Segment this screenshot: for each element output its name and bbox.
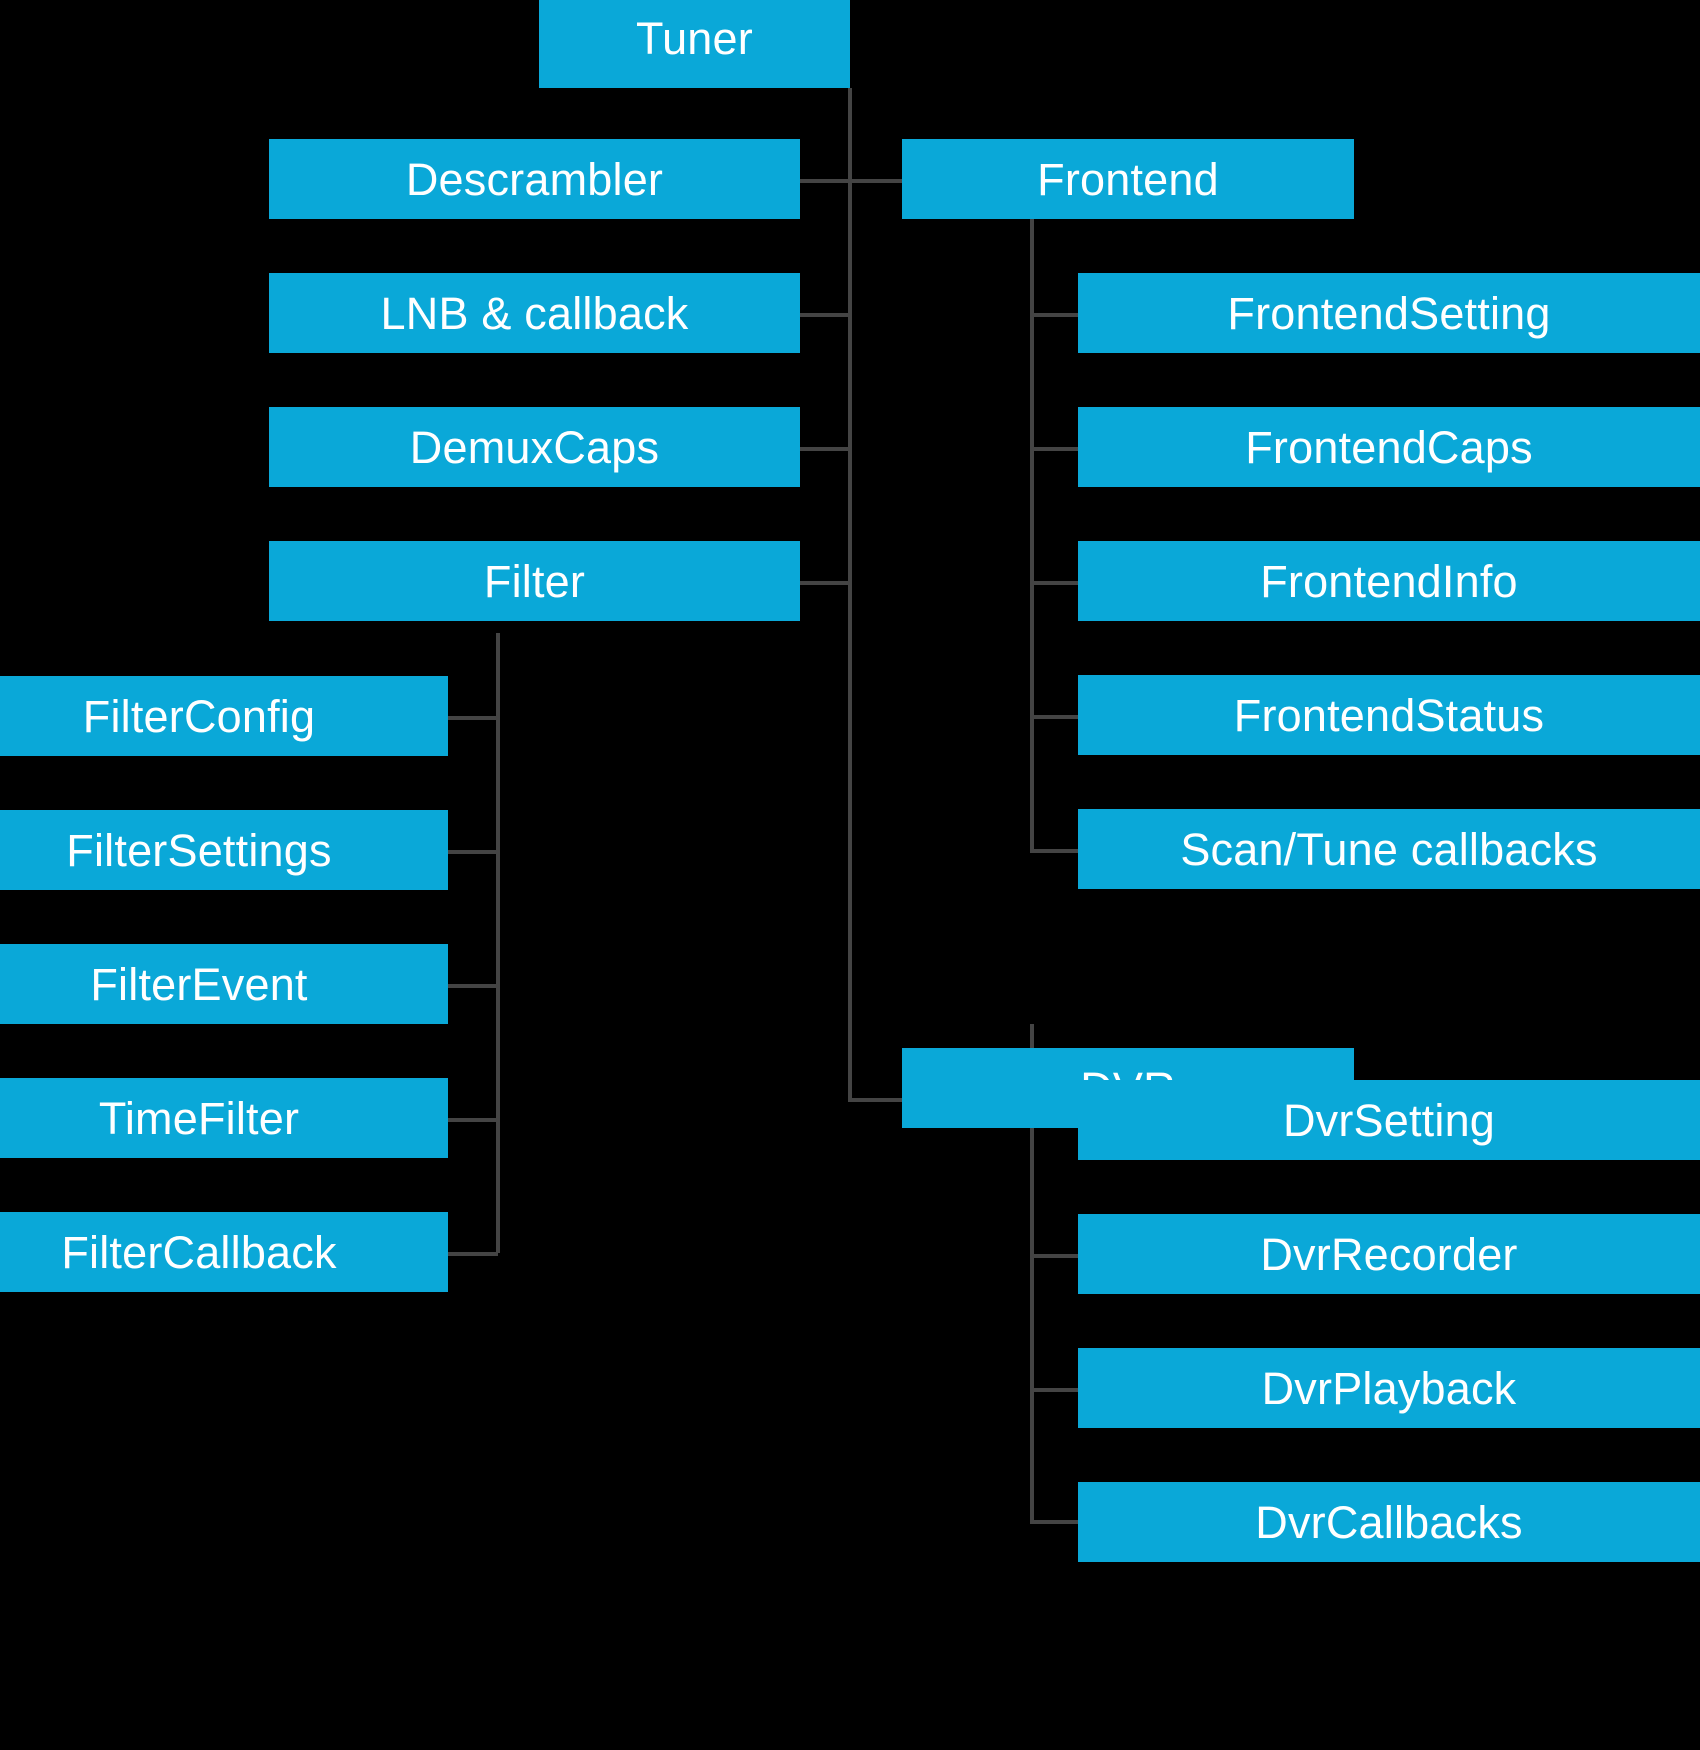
- node-filterevent-label: FilterEvent: [90, 958, 308, 1010]
- node-scan-tune-callbacks[interactable]: Scan/Tune callbacks: [1078, 809, 1700, 889]
- node-descrambler-label: Descrambler: [405, 153, 664, 205]
- edge-filter-filterevent: [448, 984, 498, 988]
- node-descrambler[interactable]: Descrambler: [269, 139, 800, 219]
- node-dvrsetting-label: DvrSetting: [1282, 1094, 1496, 1146]
- edge-tuner-filter: [800, 581, 850, 585]
- node-filtercallback-label: FilterCallback: [61, 1226, 337, 1278]
- edge-trunk-filter: [496, 633, 500, 1253]
- edge-frontend-frontendinfo: [1030, 581, 1078, 585]
- edge-dvr-dvrcallbacks: [1030, 1520, 1078, 1524]
- edge-tuner-descrambler: [800, 179, 850, 183]
- node-dvrplayback[interactable]: DvrPlayback: [1078, 1348, 1700, 1428]
- node-demuxcaps[interactable]: DemuxCaps: [269, 407, 800, 487]
- node-frontendsetting[interactable]: FrontendSetting: [1078, 273, 1700, 353]
- node-frontendcaps[interactable]: FrontendCaps: [1078, 407, 1700, 487]
- node-dvrcallbacks[interactable]: DvrCallbacks: [1078, 1482, 1700, 1562]
- node-timefilter-label: TimeFilter: [98, 1092, 300, 1144]
- edge-tuner-dvr: [848, 1098, 902, 1102]
- edge-tuner-lnb: [800, 313, 850, 317]
- edge-frontend-frontendsetting: [1030, 313, 1078, 317]
- node-filterevent[interactable]: FilterEvent: [0, 944, 448, 1024]
- edge-tuner-demuxcaps: [800, 447, 850, 451]
- node-dvrcallbacks-label: DvrCallbacks: [1255, 1496, 1523, 1548]
- node-demuxcaps-label: DemuxCaps: [409, 421, 660, 473]
- node-dvrplayback-label: DvrPlayback: [1261, 1362, 1517, 1414]
- node-filter[interactable]: Filter: [269, 541, 800, 621]
- edge-dvr-dvrrecorder: [1030, 1254, 1078, 1258]
- node-frontendinfo[interactable]: FrontendInfo: [1078, 541, 1700, 621]
- node-dvrrecorder[interactable]: DvrRecorder: [1078, 1214, 1700, 1294]
- edge-filter-filterconfig: [448, 716, 498, 720]
- edge-filter-filtersettings: [448, 850, 498, 854]
- edge-filter-timefilter: [448, 1118, 498, 1122]
- node-frontendsetting-label: FrontendSetting: [1227, 287, 1551, 339]
- edge-filter-filtercallback: [448, 1252, 498, 1256]
- node-frontendcaps-label: FrontendCaps: [1245, 421, 1533, 473]
- node-frontendstatus[interactable]: FrontendStatus: [1078, 675, 1700, 755]
- node-filterconfig-label: FilterConfig: [82, 690, 316, 742]
- edge-frontend-frontendstatus: [1030, 715, 1078, 719]
- node-lnb-callback[interactable]: LNB & callback: [269, 273, 800, 353]
- edge-frontend-scantune: [1030, 849, 1078, 853]
- node-timefilter[interactable]: TimeFilter: [0, 1078, 448, 1158]
- node-frontend[interactable]: Frontend: [902, 139, 1354, 219]
- node-dvrsetting[interactable]: DvrSetting: [1078, 1080, 1700, 1160]
- node-filtersettings-label: FilterSettings: [66, 824, 332, 876]
- node-scan-tune-callbacks-label: Scan/Tune callbacks: [1180, 823, 1598, 875]
- node-filtercallback[interactable]: FilterCallback: [0, 1212, 448, 1292]
- node-frontend-label: Frontend: [1037, 153, 1219, 205]
- node-frontendinfo-label: FrontendInfo: [1260, 555, 1518, 607]
- edge-frontend-frontendcaps: [1030, 447, 1078, 451]
- node-filter-label: Filter: [483, 555, 586, 607]
- edge-dvr-dvrplayback: [1030, 1388, 1078, 1392]
- node-filterconfig[interactable]: FilterConfig: [0, 676, 448, 756]
- edge-trunk-dvr: [1030, 1024, 1034, 1521]
- node-frontendstatus-label: FrontendStatus: [1233, 689, 1545, 741]
- node-filtersettings[interactable]: FilterSettings: [0, 810, 448, 890]
- node-dvrrecorder-label: DvrRecorder: [1260, 1228, 1518, 1280]
- edge-tuner-frontend: [848, 179, 902, 183]
- edge-trunk-tuner: [848, 88, 852, 1102]
- edge-trunk-frontend: [1030, 217, 1034, 853]
- node-tuner[interactable]: Tuner: [539, 0, 850, 88]
- node-lnb-callback-label: LNB & callback: [380, 287, 689, 339]
- node-tuner-label: Tuner: [636, 12, 753, 64]
